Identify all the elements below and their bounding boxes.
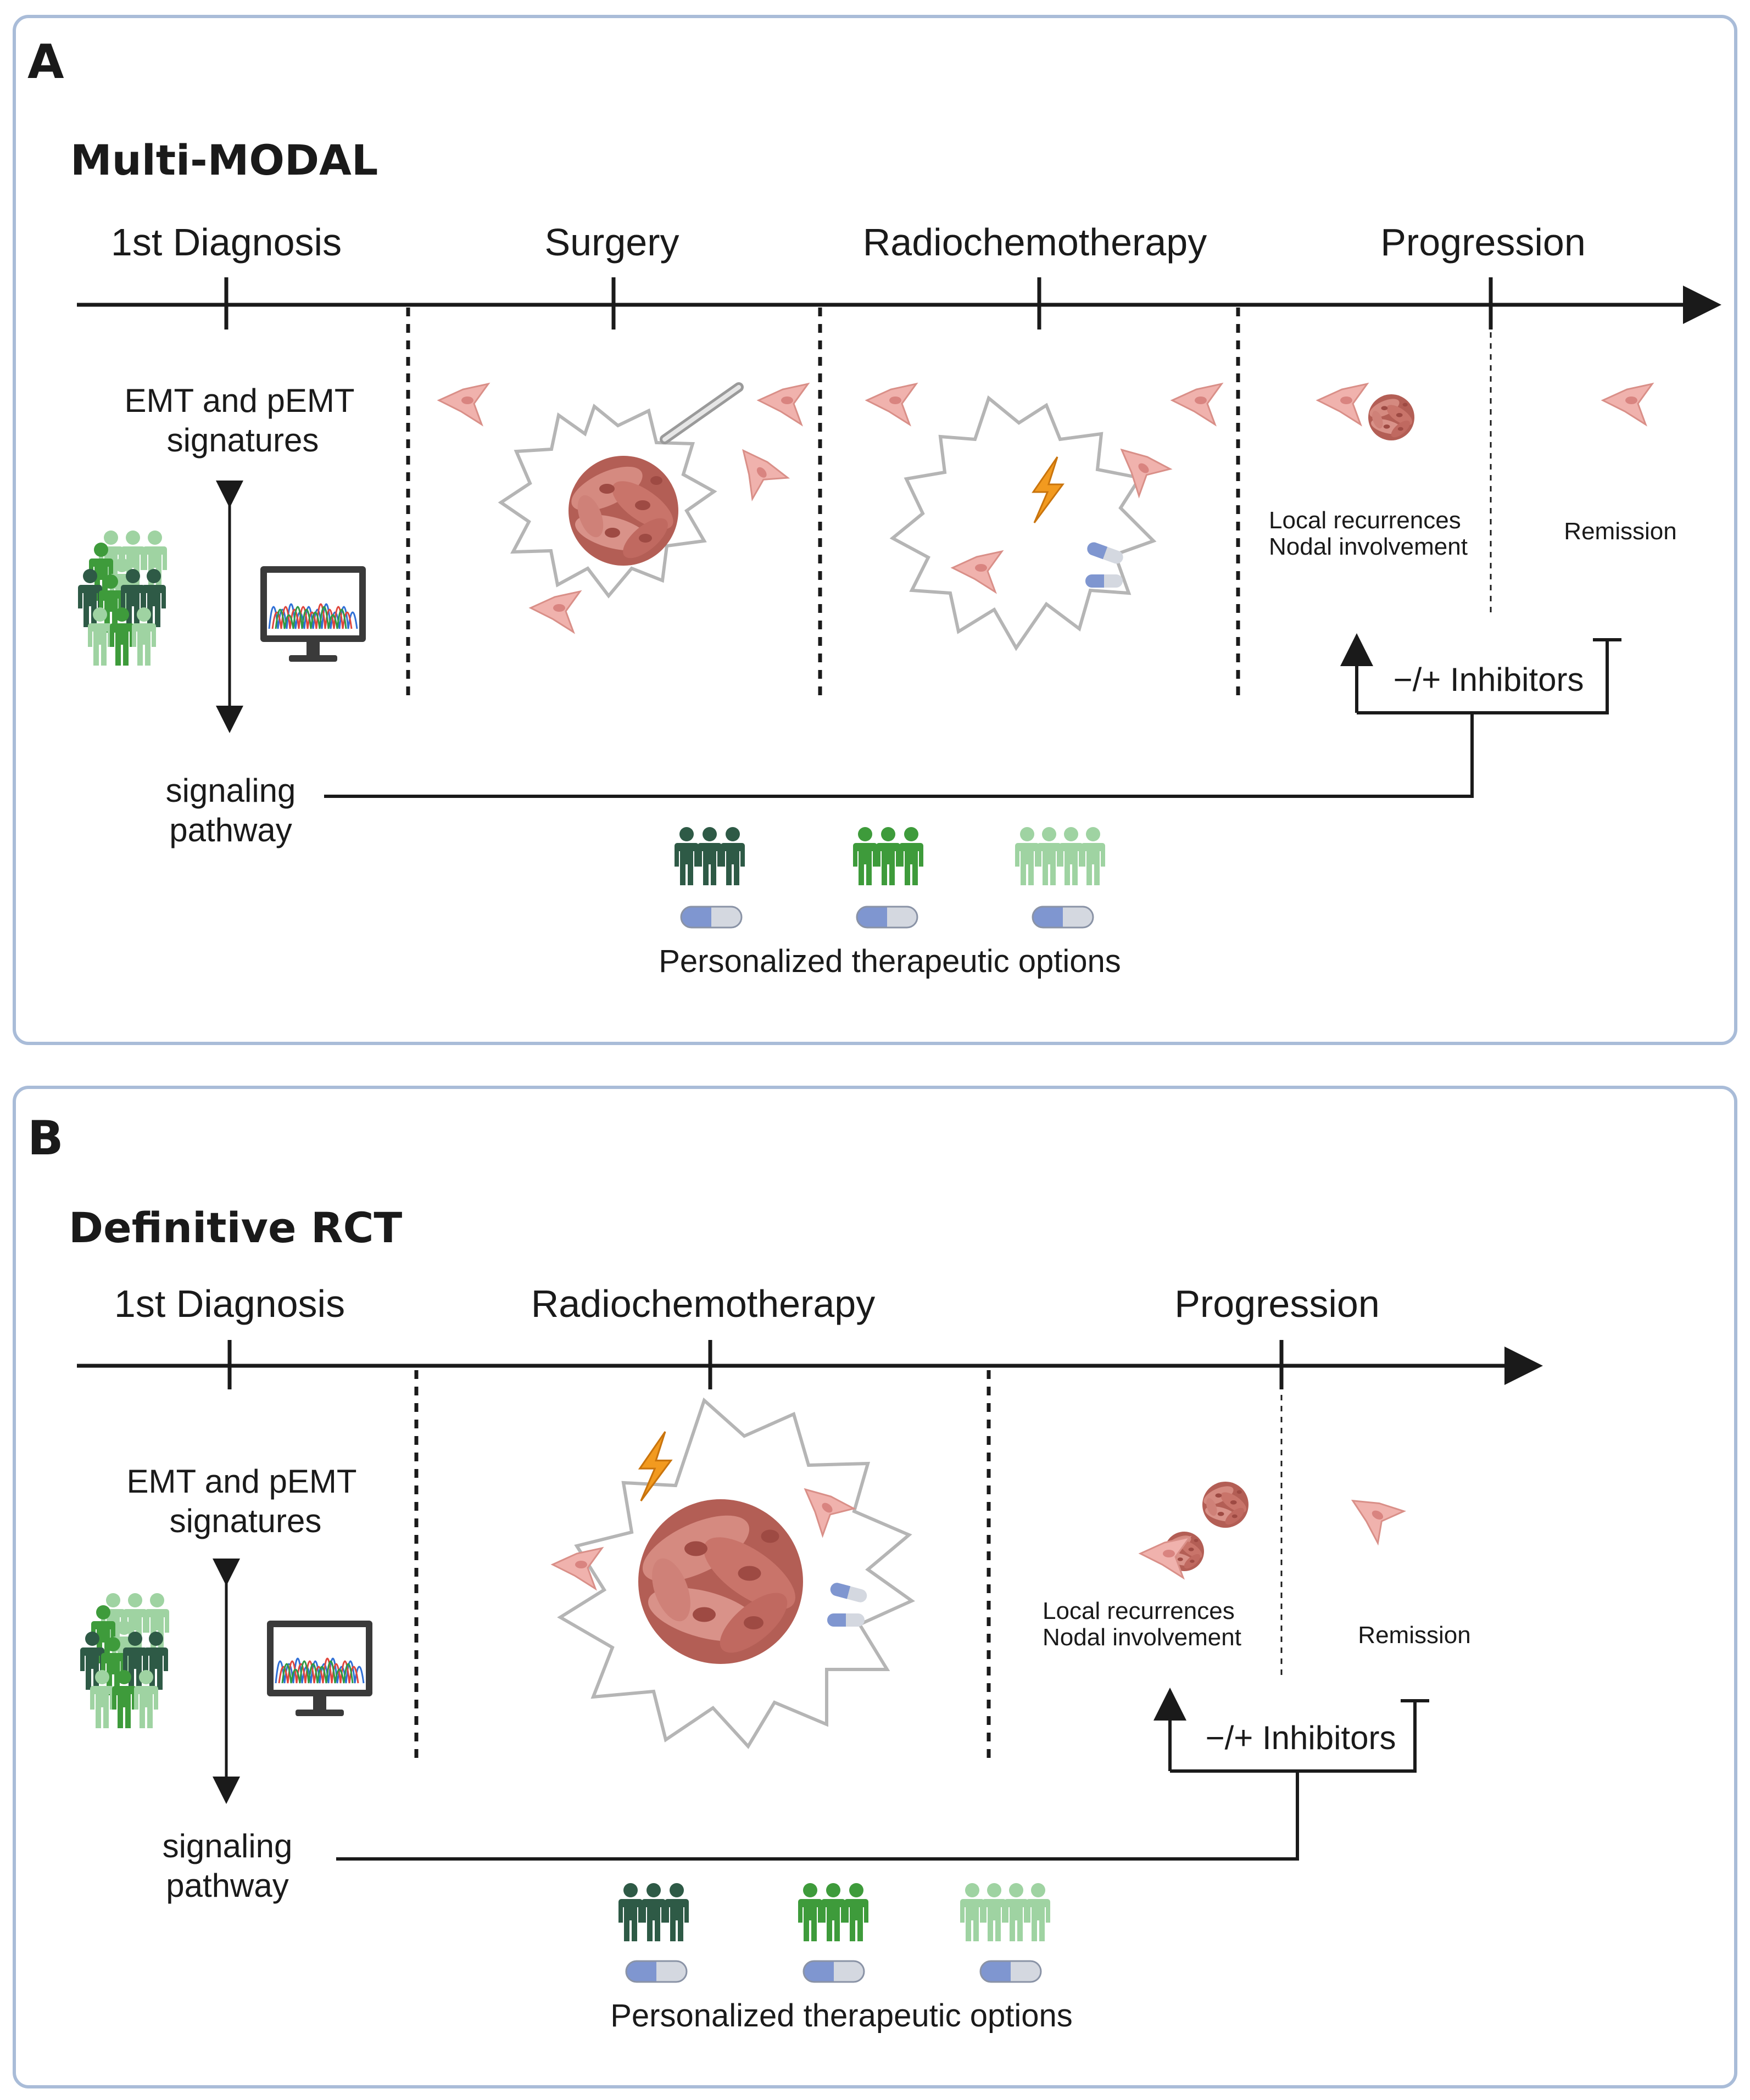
- signatures-label-line2: signatures: [167, 422, 319, 459]
- pathway-label-line1: signaling: [166, 772, 296, 809]
- panel-b: B Definitive RCT 1st Diagnosis Radiochem…: [13, 1086, 1737, 2088]
- stage-label-radiochemotherapy: Radiochemotherapy: [863, 221, 1207, 264]
- therapy-caption: Personalized therapeutic options: [659, 943, 1121, 979]
- scalpel-icon: [660, 382, 744, 444]
- panel-b-title: Definitive RCT: [69, 1203, 402, 1252]
- stage-label-diagnosis: 1st Diagnosis: [114, 1282, 345, 1325]
- inhibitors-label: −/+ Inhibitors: [1206, 1719, 1396, 1756]
- signatures-label-line2: signatures: [170, 1503, 322, 1539]
- capsule-icon: [856, 906, 918, 929]
- capsule-icon: [625, 1960, 688, 1983]
- stage-label-radiochemotherapy: Radiochemotherapy: [531, 1282, 875, 1325]
- inhibitors-label: −/+ Inhibitors: [1394, 661, 1584, 698]
- panel-a-letter: A: [27, 35, 64, 90]
- signaling-connector: [336, 1771, 1299, 1861]
- panel-a: A Multi-MODAL 1st Diagnosis Surgery Radi…: [13, 15, 1737, 1045]
- panel-a-title: Multi-MODAL: [70, 136, 378, 185]
- capsule-icon: [680, 906, 743, 929]
- capsule-icon: [1085, 574, 1123, 588]
- capsule-icon: [827, 1613, 865, 1627]
- signatures-label-line1: EMT and pEMT: [126, 1463, 356, 1500]
- remission-label: Remission: [1564, 518, 1676, 545]
- recurrence-label-line1: Local recurrences: [1269, 507, 1461, 534]
- pathway-label-line2: pathway: [169, 812, 292, 848]
- capsule-icon: [979, 1960, 1042, 1983]
- inhibitor-branch: [1170, 1701, 1417, 1773]
- signaling-connector: [324, 713, 1474, 798]
- inhibitor-branch: [1357, 640, 1609, 714]
- stage-label-progression: Progression: [1380, 221, 1586, 264]
- pathway-label-line1: signaling: [163, 1828, 293, 1864]
- panel-b-letter: B: [27, 1111, 64, 1166]
- stage-label-progression: Progression: [1174, 1282, 1380, 1325]
- remission-label: Remission: [1358, 1622, 1470, 1649]
- capsule-icon: [802, 1960, 865, 1983]
- panel-a-frame: [13, 15, 1737, 1045]
- pathway-label-line2: pathway: [166, 1867, 288, 1904]
- recurrence-label-line2: Nodal involvement: [1043, 1624, 1241, 1651]
- signatures-label-line1: EMT and pEMT: [124, 382, 354, 419]
- stage-label-surgery: Surgery: [544, 221, 679, 264]
- recurrence-label-line1: Local recurrences: [1043, 1598, 1235, 1624]
- stage-label-diagnosis: 1st Diagnosis: [111, 221, 342, 264]
- capsule-icon: [1032, 906, 1094, 929]
- therapy-caption: Personalized therapeutic options: [610, 1998, 1073, 2034]
- recurrence-label-line2: Nodal involvement: [1269, 533, 1468, 560]
